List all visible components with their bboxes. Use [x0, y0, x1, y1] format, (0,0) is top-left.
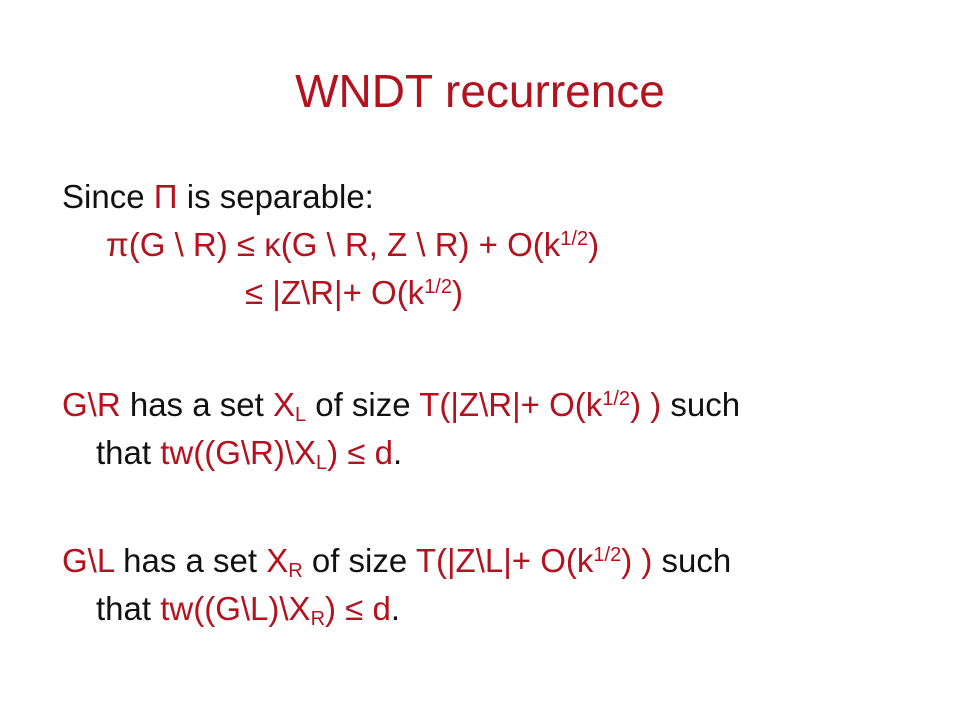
gr-such: such: [661, 386, 741, 423]
gl-such: such: [652, 542, 732, 579]
paragraph-gr-line-2: that tw((G\R)\XL) ≤ d.: [96, 432, 402, 474]
gl-size-expression: T(|Z\L|+ O(k1/2) ): [415, 542, 653, 579]
inequality-line-1: π(G \ R) ≤ κ(G \ R, Z \ R) + O(k1/2): [106, 224, 599, 266]
separable-statement: Since Π is separable:: [62, 176, 374, 218]
gl-has-set: has a set: [113, 542, 267, 579]
text-is-separable: is separable:: [177, 178, 374, 215]
text-since: Since: [62, 178, 154, 215]
gr-x-symbol: XL: [272, 386, 307, 426]
inequality-2-exponent: 1/2: [424, 276, 452, 298]
title-rest: recurrence: [432, 65, 665, 117]
inequality-1-close: ): [588, 226, 600, 263]
gr-has-set: has a set: [120, 386, 273, 423]
inequality-2-text: ≤ |Z\R|+ O(k: [245, 274, 425, 311]
gr-period: .: [392, 434, 403, 471]
gl-period: .: [390, 590, 400, 627]
slide-title: WNDT recurrence: [0, 62, 960, 120]
inequality-line-2: ≤ |Z\R|+ O(k1/2): [245, 272, 463, 314]
paragraph-gr-line-1: G\R has a set XL of size T(|Z\R|+ O(k1/2…: [62, 384, 740, 426]
paragraph-gl-line-1: G\L has a set XR of size T(|Z\L|+ O(k1/2…: [62, 540, 731, 582]
gl-of-size: of size: [302, 542, 416, 579]
symbol-pi-capital: Π: [153, 178, 178, 215]
gr-term: G\R: [62, 386, 121, 423]
gr-of-size: of size: [306, 386, 420, 423]
paragraph-gl-line-2: that tw((G\L)\XR) ≤ d.: [96, 588, 400, 630]
inequality-2-close: ): [452, 274, 463, 311]
gl-x-symbol: XR: [266, 542, 303, 582]
gl-treewidth-expression: tw((G\L)\XR) ≤ d: [160, 590, 391, 630]
gl-that: that: [96, 590, 161, 627]
inequality-1-text: π(G \ R) ≤ κ(G \ R, Z \ R) + O(k: [106, 226, 561, 263]
gr-size-expression: T(|Z\R|+ O(k1/2) ): [419, 386, 662, 423]
gr-treewidth-expression: tw((G\R)\XL) ≤ d: [160, 434, 393, 474]
title-acronym: WNDT: [295, 65, 433, 117]
inequality-1-exponent: 1/2: [560, 228, 589, 250]
gl-term: G\L: [62, 542, 114, 579]
gr-that: that: [96, 434, 161, 471]
